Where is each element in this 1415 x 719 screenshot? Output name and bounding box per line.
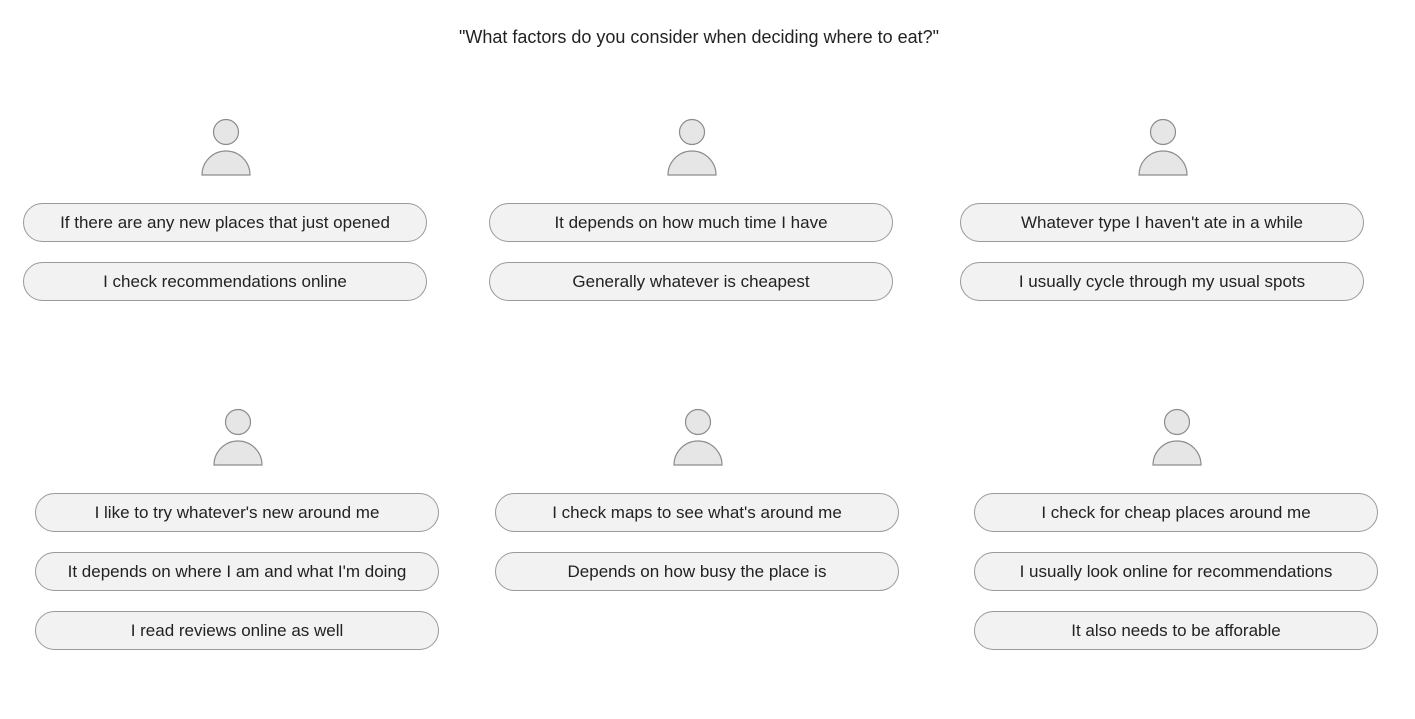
response-pill: Whatever type I haven't ate in a while [960,203,1364,242]
person-icon [1152,408,1202,466]
response-pill: If there are any new places that just op… [23,203,427,242]
response-pill: I check maps to see what's around me [495,493,899,532]
persona-3: Whatever type I haven't ate in a while I… [960,118,1366,306]
person-icon [213,408,263,466]
person-icon [667,118,717,176]
person-icon [201,118,251,176]
survey-question: "What factors do you consider when decid… [458,27,940,47]
person-icon [673,408,723,466]
response-pill: I check recommendations online [23,262,427,301]
response-pill: It depends on how much time I have [489,203,893,242]
response-pill: It depends on where I am and what I'm do… [35,552,439,591]
persona-5: I check maps to see what's around me Dep… [495,408,901,596]
response-pill: I check for cheap places around me [974,493,1378,532]
response-pill: I usually cycle through my usual spots [960,262,1364,301]
persona-4: I like to try whatever's new around me I… [35,408,441,656]
response-pill: It also needs to be afforable [974,611,1378,650]
persona-1: If there are any new places that just op… [23,118,429,306]
response-pill: I read reviews online as well [35,611,439,650]
response-pill: I like to try whatever's new around me [35,493,439,532]
response-pill: Generally whatever is cheapest [489,262,893,301]
response-pill: I usually look online for recommendation… [974,552,1378,591]
person-icon [1138,118,1188,176]
response-pill: Depends on how busy the place is [495,552,899,591]
persona-6: I check for cheap places around me I usu… [974,408,1380,656]
persona-2: It depends on how much time I have Gener… [489,118,895,306]
